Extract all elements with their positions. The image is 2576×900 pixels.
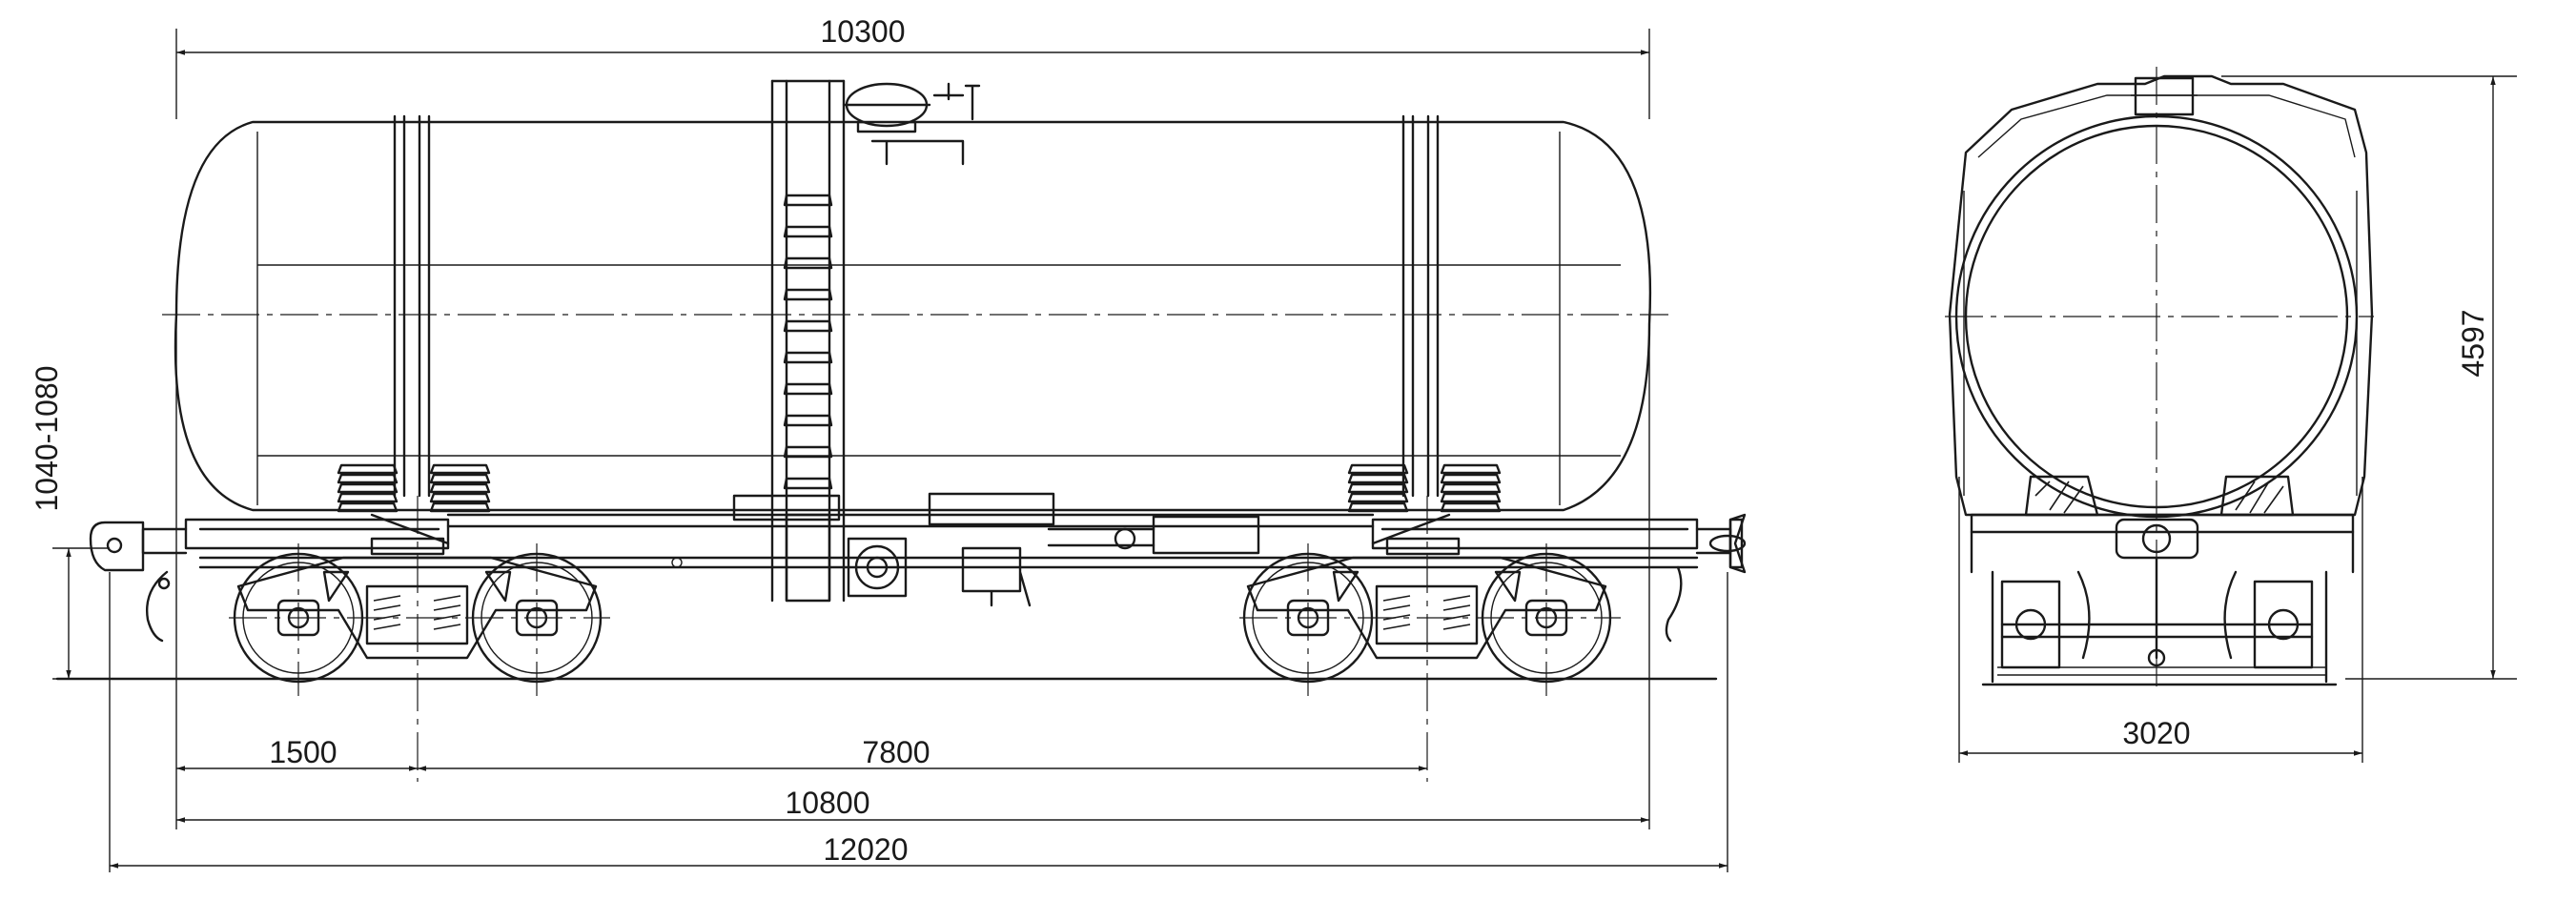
bolster-pad — [429, 501, 491, 513]
dim-coupler-length: 12020 — [824, 832, 909, 867]
coupler-left — [89, 521, 188, 643]
side-extension-lines — [52, 29, 1728, 872]
end-frame — [1970, 475, 2355, 667]
bolster-pad — [1347, 501, 1409, 513]
side-view: 10300 1500 7800 10800 12020 1040-1080 — [30, 14, 1747, 872]
dim-overall-height: 4597 — [2456, 309, 2490, 377]
ladder-rung — [783, 288, 833, 301]
bolster-pad — [337, 473, 399, 484]
dim-coupler-height: 1040-1080 — [30, 365, 64, 511]
bolster-pad — [1440, 482, 1502, 494]
ladder-rung — [783, 194, 833, 207]
bolster-pad — [1347, 492, 1409, 503]
bolster-pad — [337, 482, 399, 494]
tank-straps — [393, 114, 1440, 498]
tank-body — [162, 120, 1668, 512]
bolster-pad — [429, 463, 491, 475]
ladder-rung — [783, 414, 833, 427]
ladder — [770, 79, 846, 603]
ladder-rung — [783, 477, 833, 490]
bolster-pad — [1440, 492, 1502, 503]
end-bogie — [1991, 570, 2328, 684]
end-handrail — [1948, 74, 2374, 517]
side-dimension-lines — [66, 50, 1728, 869]
bolster-pad — [337, 492, 399, 503]
ladder-rung — [783, 225, 833, 238]
bolster-pad — [429, 473, 491, 484]
bolster-pad — [1347, 463, 1409, 475]
dim-frame-length: 10800 — [786, 786, 870, 820]
ladder-rung — [783, 256, 833, 270]
dim-tank-length: 10300 — [821, 14, 906, 49]
dim-overall-width: 3020 — [2122, 716, 2190, 750]
end-view: 3020 4597 — [1945, 67, 2517, 763]
coupler-right — [1665, 513, 1747, 643]
bolster-pad — [1440, 473, 1502, 484]
dome-cover — [842, 82, 981, 166]
bolster-pad — [1347, 473, 1409, 484]
bolster-pad — [1347, 482, 1409, 494]
bolster-pad — [1440, 463, 1502, 475]
bolster-pad — [429, 492, 491, 503]
bolster-pads — [337, 463, 1502, 513]
bolster-pad — [337, 501, 399, 513]
side-center-lines — [229, 496, 1621, 782]
dim-bogie-centers: 7800 — [862, 735, 930, 769]
bolster-pad — [1440, 501, 1502, 513]
ladder-rung — [783, 445, 833, 459]
bolster-pad — [337, 463, 399, 475]
ladder-rung — [783, 351, 833, 364]
brake-equipment — [671, 492, 1260, 607]
underframe — [184, 494, 1699, 569]
bolster-pad — [429, 482, 491, 494]
ladder-rung — [783, 382, 833, 396]
ladder-rung — [783, 319, 833, 333]
dim-bogie-wheelbase: 1500 — [269, 735, 337, 769]
